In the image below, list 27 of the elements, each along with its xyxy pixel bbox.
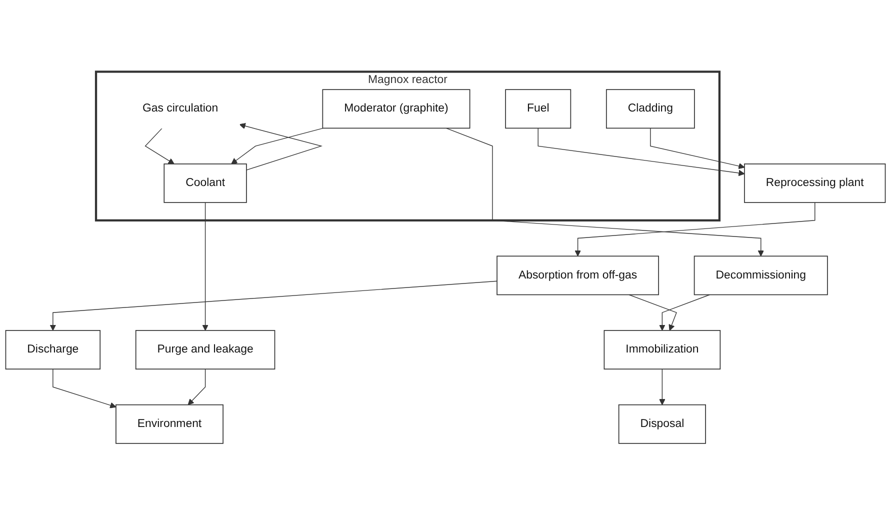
arrow — [144, 128, 174, 165]
arrow — [50, 281, 498, 332]
node-box: Reprocessing plant — [744, 164, 886, 204]
node-box: Purge and leakage — [135, 330, 276, 370]
node-box: Environment — [116, 404, 224, 444]
arrow — [188, 369, 206, 406]
arrow — [628, 294, 677, 332]
node-box: Decommissioning — [694, 256, 828, 296]
node-box: Coolant — [164, 164, 247, 204]
arrow — [231, 128, 324, 165]
arrow — [538, 128, 745, 177]
arrow — [202, 202, 208, 332]
arrow — [239, 123, 322, 171]
node-box: Immobilization — [604, 330, 721, 370]
arrow — [446, 128, 764, 257]
node-box: Cladding — [606, 90, 695, 130]
arrow — [659, 294, 710, 332]
arrow — [574, 202, 816, 257]
node-box: Moderator (graphite) — [322, 90, 470, 130]
arrow — [52, 369, 116, 409]
node-box: Absorption from off-gas — [496, 256, 659, 296]
node-text: Gas circulation — [142, 102, 218, 116]
arrow — [659, 369, 666, 406]
node-box: Disposal — [618, 404, 706, 444]
arrow — [650, 128, 745, 170]
node-box: Discharge — [5, 330, 101, 370]
node-box: Fuel — [505, 90, 572, 130]
